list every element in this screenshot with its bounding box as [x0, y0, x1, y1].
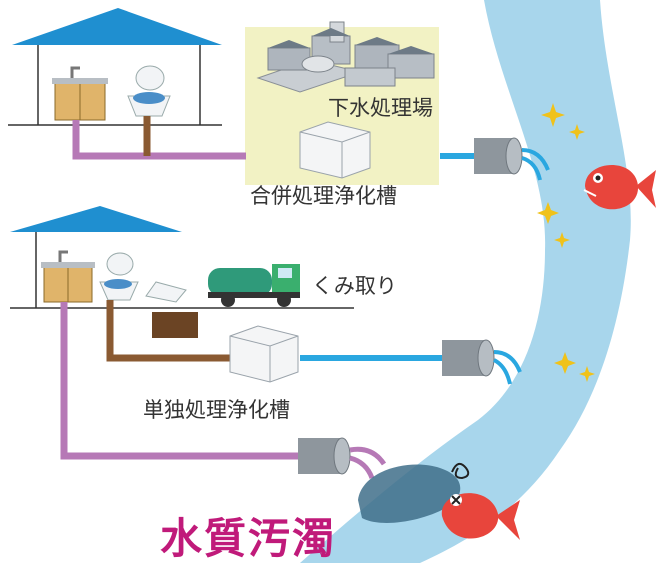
vacuum-truck-icon [208, 264, 300, 307]
clean-splash-top [521, 148, 550, 181]
flush-toilet-top [127, 65, 171, 117]
fish-dizzy-icon [441, 462, 520, 540]
label-pollution: 水質汚濁 [160, 514, 337, 563]
label-single-tank: 単独処理浄化槽 [143, 398, 290, 422]
outlet-pipe-top [474, 137, 523, 175]
gray-water-pipe-bottom [60, 302, 300, 460]
black-water-pipe-bottom [106, 300, 236, 362]
label-sewage-plant: 下水処理場 [328, 96, 433, 120]
pit-toilet [145, 281, 198, 338]
kitchen-sink-bottom [41, 250, 95, 303]
flush-toilet-bottom [99, 252, 139, 301]
dirty-splash [349, 446, 387, 479]
outlet-pipe-bottom [298, 437, 351, 475]
label-pumping: くみ取り [312, 274, 397, 298]
fish-happy-icon [583, 164, 656, 210]
outlet-pipe-middle [442, 339, 495, 377]
sparkle-icon [537, 103, 595, 382]
gray-water-pipe-top [72, 120, 246, 160]
pollution-blob [358, 464, 461, 523]
house-top [8, 8, 222, 126]
label-combined-tank: 合併処理浄化槽 [250, 184, 397, 208]
single-septic-tank [229, 325, 299, 383]
kitchen-sink-top [52, 66, 108, 121]
clean-splash-middle [493, 350, 522, 385]
combined-septic-tank [299, 121, 371, 179]
sewage-plant-buildings [256, 21, 435, 93]
river [300, 0, 631, 563]
